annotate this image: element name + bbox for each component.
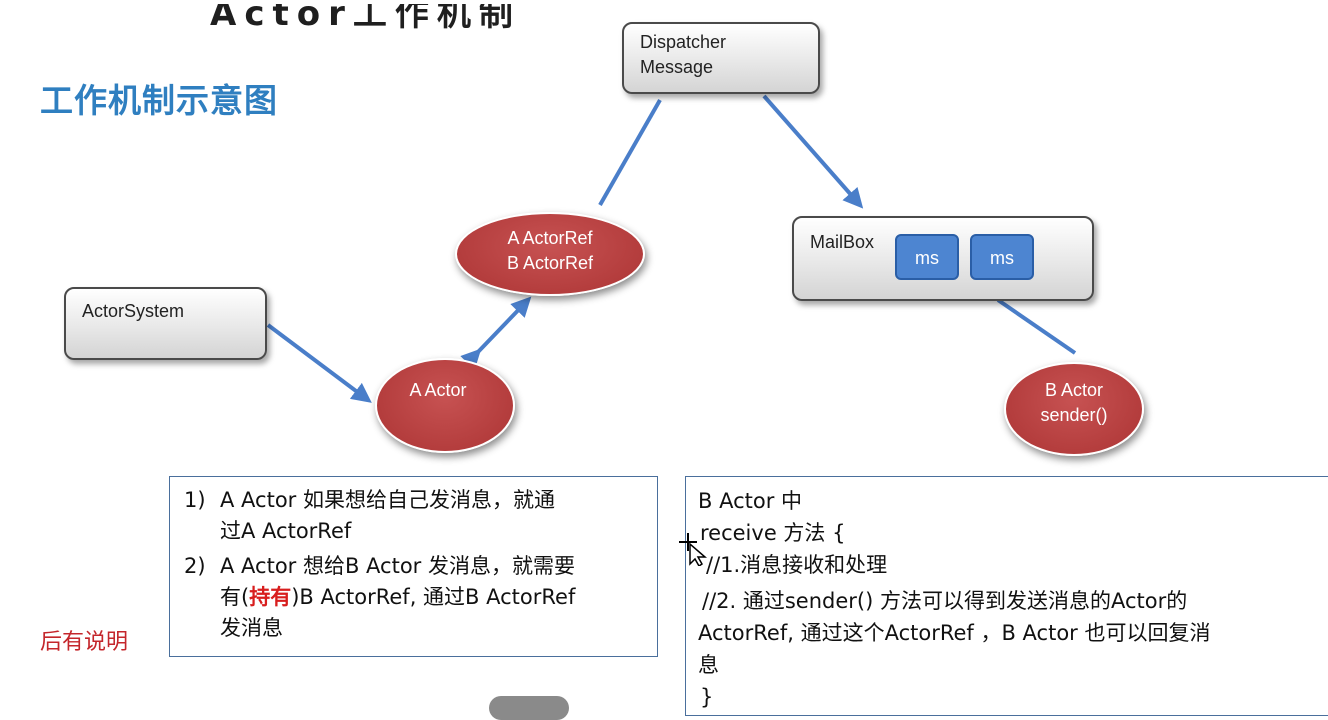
line-mailbox-to-b-actor — [996, 298, 1077, 355]
arrow-actorref-to-dispatcher — [598, 99, 662, 206]
note-item-number: 2) — [184, 554, 206, 578]
cursor-icon — [679, 533, 707, 566]
note-item-1-line1: A Actor 如果想给自己发消息，就通 — [220, 488, 555, 512]
code-line-2: receive 方法 { — [700, 521, 846, 545]
actor-ref-node: A ActorRef B ActorRef — [455, 212, 645, 296]
message-label: Message — [640, 57, 714, 77]
note-item-2-line1: A Actor 想给B Actor 发消息，就需要 — [220, 554, 575, 578]
note-item-2-line3: 发消息 — [220, 616, 283, 640]
sender-label: sender() — [1040, 405, 1108, 425]
arrow-a-actor-actorref — [460, 296, 532, 370]
arrow-actorsystem-to-a-actor — [266, 323, 372, 403]
code-line-1: B Actor 中 — [698, 489, 803, 513]
actor-system-node: ActorSystem — [64, 287, 267, 360]
code-line-3: //1.消息接收和处理 — [706, 553, 888, 577]
note-item-1-line2: 过A ActorRef — [220, 519, 352, 543]
code-line-4: //2. 通过sender() 方法可以得到发送消息的Actor的 — [702, 589, 1188, 613]
side-note: 后有说明 — [40, 630, 129, 655]
page-title: 工作机制示意图 — [40, 81, 278, 120]
cut-off-heading: Actor工作机制 — [210, 4, 521, 34]
b-actor-node: B Actor sender() — [1004, 362, 1144, 456]
code-line-7: } — [700, 685, 714, 709]
a-actor-label: A Actor — [409, 380, 467, 400]
hold-highlight: 持有 — [249, 585, 292, 609]
mailbox-label: MailBox — [810, 232, 875, 252]
message-slot: ms — [895, 234, 959, 280]
left-notes-box: 1) A Actor 如果想给自己发消息，就通 过A ActorRef 2) A… — [169, 476, 658, 657]
message-slot: ms — [970, 234, 1034, 280]
b-actor-label: B Actor — [1044, 380, 1104, 400]
code-line-6: 息 — [698, 653, 719, 677]
a-actorref-label: A ActorRef — [507, 228, 593, 248]
mailbox-node: MailBox ms ms — [792, 216, 1094, 301]
b-actorref-label: B ActorRef — [506, 253, 594, 273]
playback-pill[interactable] — [489, 696, 569, 720]
note-item-number: 1) — [184, 488, 206, 512]
a-actor-node: A Actor — [375, 358, 515, 453]
dispatcher-label: Dispatcher — [640, 32, 727, 52]
note-item-2-line2: 有(持有)B ActorRef, 通过B ActorRef — [220, 585, 576, 609]
actor-system-label: ActorSystem — [82, 301, 185, 321]
dispatcher-node: Dispatcher Message — [622, 22, 820, 94]
right-notes-box: B Actor 中 receive 方法 { //1.消息接收和处理 //2. … — [685, 476, 1328, 716]
arrow-dispatcher-to-mailbox — [762, 94, 864, 209]
code-line-5: ActorRef, 通过这个ActorRef ，B Actor 也可以回复消 — [698, 621, 1211, 645]
